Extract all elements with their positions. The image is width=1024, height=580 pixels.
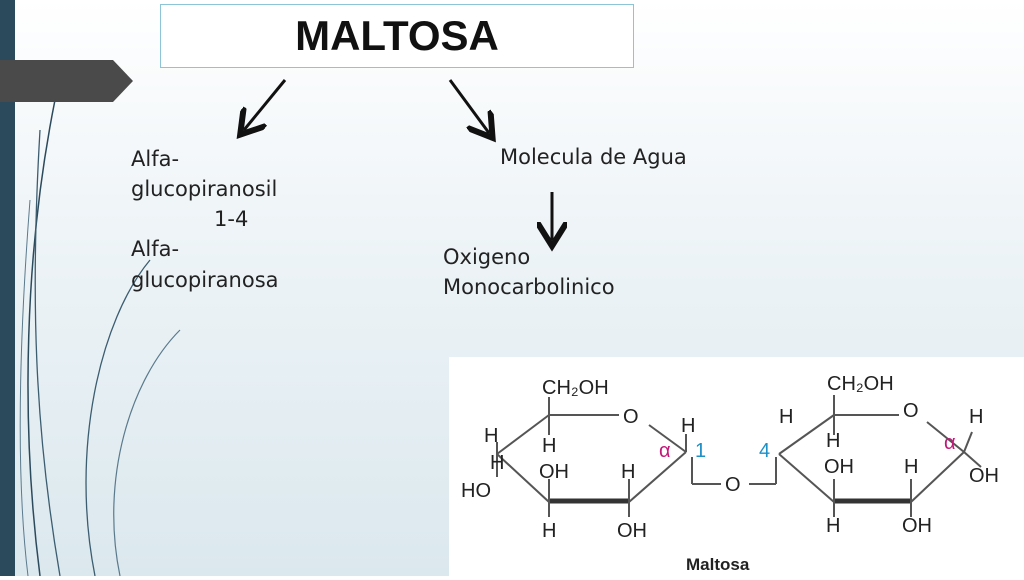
left-oh-c2: OH <box>617 520 647 542</box>
oxygen-label-line2: Monocarbolinico <box>443 275 615 299</box>
left-h-c5: H <box>490 452 504 474</box>
structure-caption: Maltosa <box>686 555 750 574</box>
left-h-anomeric: H <box>681 415 695 437</box>
left-ho: HO <box>461 480 491 502</box>
left-h-top: H <box>484 425 498 447</box>
right-h-anomeric: H <box>969 406 983 428</box>
right-h-c2: H <box>904 456 918 478</box>
right-h-c5: H <box>826 430 840 452</box>
right-ring-oxygen: O <box>903 400 919 422</box>
left-label-line3: 1-4 <box>214 207 249 231</box>
left-num-1: 1 <box>695 440 706 462</box>
right-h-top: H <box>779 406 793 428</box>
right-alpha: α <box>944 432 956 454</box>
left-ch2oh: CH₂OH <box>542 377 609 399</box>
left-h-c2-bottom: H <box>542 520 556 542</box>
arrow-left <box>244 79 287 130</box>
slide-tab-arrow <box>0 60 133 102</box>
right-h-c3-bottom: H <box>826 515 840 537</box>
left-h-c4: H <box>542 435 556 457</box>
water-label: Molecula de Agua <box>500 145 687 169</box>
right-ch2oh: CH₂OH <box>827 373 894 395</box>
bridge-oxygen: O <box>725 474 741 496</box>
left-label-line2: glucopiranosil <box>131 177 278 201</box>
right-oh-anomeric: OH <box>969 465 999 487</box>
left-alpha: α <box>659 440 671 462</box>
left-oh-c4: OH <box>539 461 569 483</box>
right-num-4: 4 <box>759 440 770 462</box>
arrow-right <box>448 79 489 133</box>
maltose-structure: CH₂OH O H H H OH HO H H OH H α 1 O 4 CH₂… <box>461 373 999 574</box>
left-label-line1: Alfa- <box>131 147 180 171</box>
left-label-line5: glucopiranosa <box>131 268 279 292</box>
left-h-c3: H <box>621 461 635 483</box>
right-oh-c2: OH <box>902 515 932 537</box>
maltose-structure-panel: CH₂OH O H H H OH HO H H OH H α 1 O 4 CH₂… <box>449 357 1024 576</box>
left-accent-bar <box>0 0 15 576</box>
right-oh-c3: OH <box>824 456 854 478</box>
left-label-line4: Alfa- <box>131 237 180 261</box>
page-title: MALTOSA <box>295 12 499 59</box>
decorative-curves <box>19 99 181 576</box>
title-box: MALTOSA <box>160 4 634 68</box>
oxygen-label-line1: Oxigeno <box>443 245 531 269</box>
left-ring-oxygen: O <box>623 406 639 428</box>
